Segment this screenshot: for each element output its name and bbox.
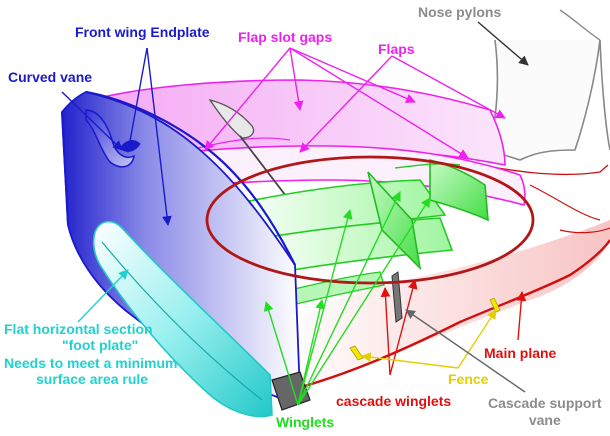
label-cascade-support-line2: vane [528,412,561,429]
label-fence: Fence [448,371,489,387]
label-front-wing-endplate: Front wing Endplate [75,24,210,40]
label-winglets: Winglets [276,414,335,430]
label-main-plane: Main plane [484,345,557,361]
label-nose-pylons: Nose pylons [418,4,502,20]
winglet-highlight-ellipse [205,155,535,285]
label-surface-area-rule-line1: Needs to meet a minimum [4,355,178,371]
label-cascade-winglets: cascade winglets [336,393,452,409]
label-surface-area-rule-line2: surface area rule [36,371,149,388]
label-cascade-support-vane: Cascade support vane [488,395,602,429]
foot-plate [92,220,311,418]
green-winglets [228,158,489,306]
nose-pylons [487,9,610,161]
label-flap-slot-gaps: Flap slot gaps [238,29,333,45]
label-flaps: Flaps [378,41,415,57]
label-foot-plate-line2: "foot plate" [62,337,139,354]
cascade-support-vane [391,271,403,323]
label-flat-horizontal-section: Flat horizontal section "foot plate" [4,321,153,354]
label-flat-horizontal-section-line1: Flat horizontal section [4,321,153,337]
callout-arrows [61,21,529,406]
label-cascade-support-line1: Cascade support [488,395,602,411]
nose-vane [208,98,287,197]
label-curved-vane: Curved vane [8,69,93,85]
label-surface-area-rule: Needs to meet a minimum surface area rul… [4,355,178,388]
